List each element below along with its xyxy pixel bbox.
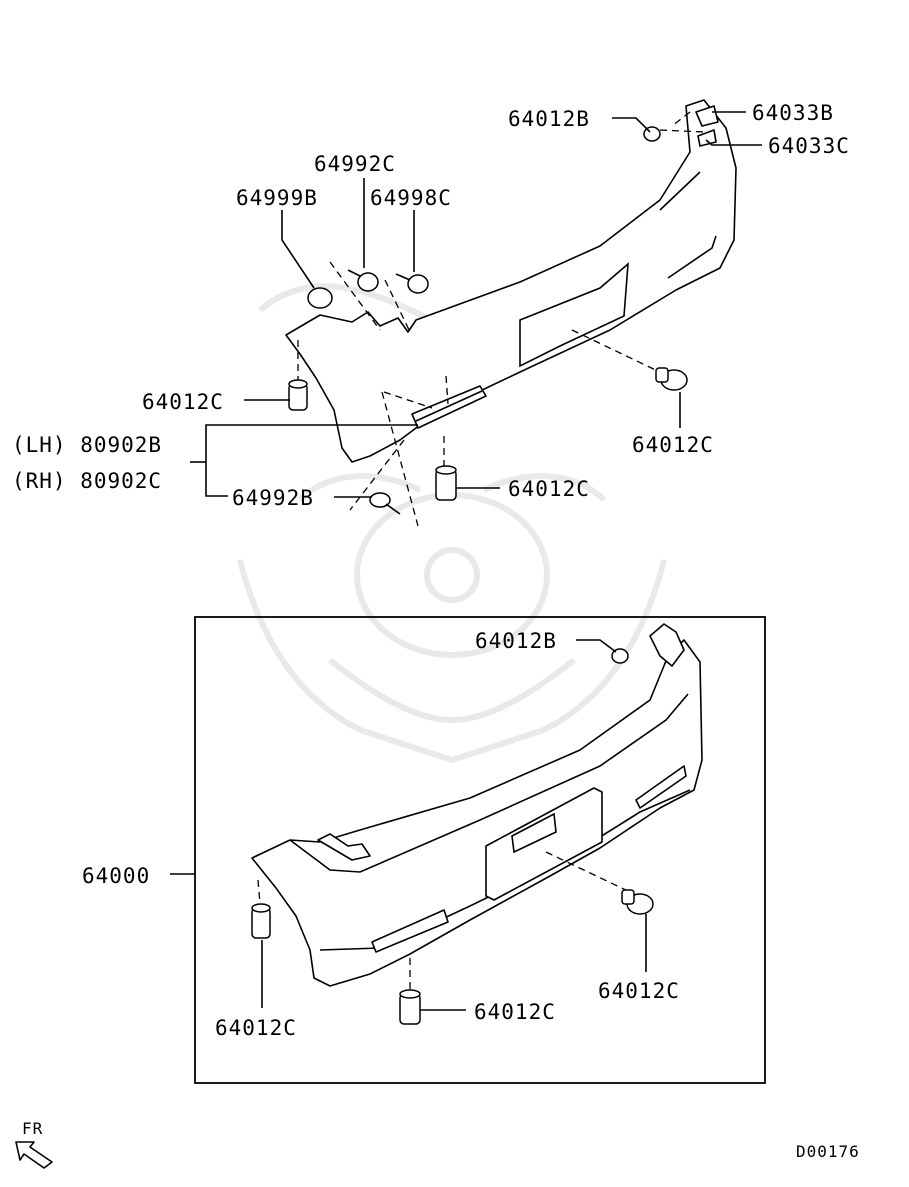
- label-64992B: 64992B: [232, 486, 314, 510]
- screw-64992C: [347, 269, 379, 292]
- front-direction-arrow-icon: [15, 1141, 53, 1169]
- label-64012C-upper-right: 64012C: [632, 433, 714, 457]
- screw-64992B: [369, 492, 401, 515]
- clip-64012C-upper-right: [655, 367, 688, 391]
- label-64998C: 64998C: [370, 186, 452, 210]
- front-direction-label: FR: [22, 1119, 43, 1138]
- lower-bumper-assembly: 64012B 64000 64012C 64012C 64012C: [82, 616, 766, 1084]
- label-64012C-lower-center: 64012C: [474, 1000, 556, 1024]
- label-lh-80902B: (LH) 80902B: [12, 433, 162, 457]
- label-rh-80902C: (RH) 80902C: [12, 469, 162, 493]
- label-64012B-lower: 64012B: [475, 629, 557, 653]
- label-64012C-upper-left: 64012C: [142, 390, 224, 414]
- label-64012C-lower-left: 64012C: [215, 1016, 297, 1040]
- label-64000: 64000: [82, 864, 150, 888]
- clip-64012C-upper-center: [435, 465, 457, 501]
- front-direction-indicator: FR: [15, 1119, 53, 1169]
- label-64992C: 64992C: [314, 152, 396, 176]
- diagram-code: D00176: [796, 1142, 860, 1161]
- label-64012C-upper-center: 64012C: [508, 477, 590, 501]
- bracket-64033B: [695, 105, 719, 127]
- label-64999B: 64999B: [236, 186, 318, 210]
- assembly-frame: [194, 616, 766, 1084]
- bracket-64033C: [697, 129, 717, 147]
- label-64012C-lower-right: 64012C: [598, 979, 680, 1003]
- bolt-64998C: [395, 273, 429, 294]
- upper-bumper-assembly: 64012B 64033B 64033C 64992C 64999B 64998…: [12, 99, 850, 527]
- clip-64012B-lower: [611, 648, 629, 664]
- reflector-strip: [411, 385, 487, 429]
- label-64033B: 64033B: [752, 101, 834, 125]
- clip-64012C-lower-center: [399, 989, 421, 1025]
- clip-64012C-upper-left: [288, 379, 308, 411]
- clip-64012C-lower-left: [251, 903, 271, 939]
- label-64033C: 64033C: [768, 134, 850, 158]
- upper-bumper-body: [285, 99, 737, 463]
- label-64012B-upper: 64012B: [508, 107, 590, 131]
- clip-64012C-lower-right: [621, 889, 654, 915]
- bumper-cover-64000: [251, 639, 703, 987]
- rivet-64999B: [307, 287, 333, 309]
